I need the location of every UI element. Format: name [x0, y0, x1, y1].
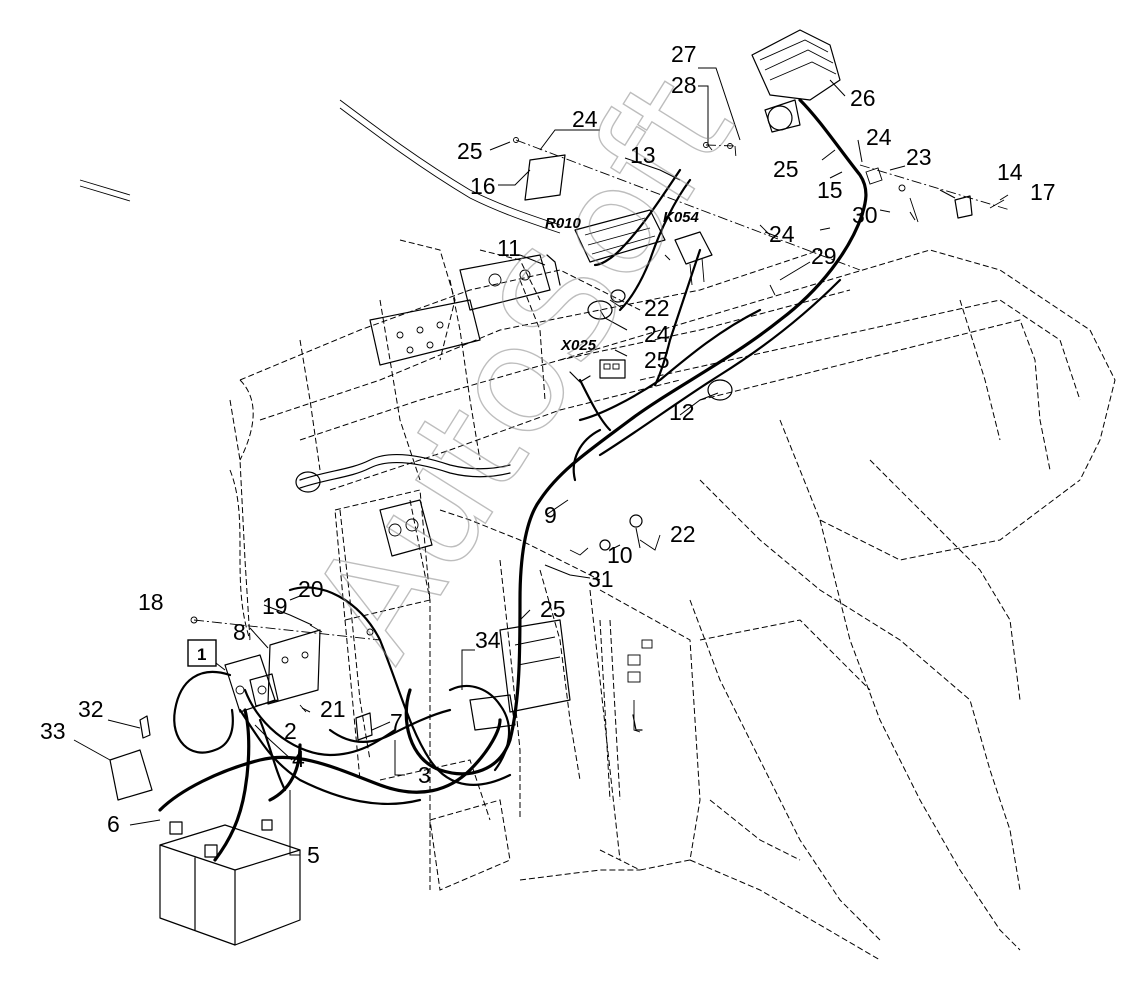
- callout-5: 5: [307, 842, 320, 868]
- label-x025: X025: [560, 337, 597, 354]
- callout-22-bottom: 22: [670, 521, 696, 547]
- valve-block: [379, 499, 433, 557]
- callout-12: 12: [669, 399, 695, 425]
- callout-27: 27: [671, 41, 697, 67]
- callout-21: 21: [320, 696, 346, 722]
- control-box: [469, 619, 571, 731]
- callout-24-right: 24: [866, 124, 892, 150]
- callout-25-mid: 25: [644, 347, 670, 373]
- batteries: [159, 819, 301, 946]
- callout-17: 17: [1030, 179, 1056, 205]
- plate-8: [267, 629, 321, 705]
- callout-15: 15: [817, 177, 843, 203]
- callout-24-top: 24: [572, 106, 598, 132]
- hook-lower: [632, 714, 643, 731]
- callout-2: 2: [284, 718, 297, 744]
- callout-23: 23: [906, 144, 932, 170]
- callout-33: 33: [40, 718, 66, 744]
- callout-3: 3: [418, 762, 431, 788]
- alternator: [751, 29, 841, 133]
- callout-25-top: 25: [457, 138, 483, 164]
- callout-34: 34: [475, 627, 501, 653]
- callout-29: 29: [811, 243, 837, 269]
- callout-19: 19: [262, 593, 288, 619]
- leaders: [73, 67, 1009, 856]
- label-k054: K054: [663, 209, 700, 226]
- callout-7: 7: [390, 709, 403, 735]
- callouts: 27 28 26 24 25 13 16 24 23 25 15 14 17 3…: [40, 41, 1056, 868]
- callout-24-mid: 24: [769, 221, 795, 247]
- callout-9: 9: [544, 502, 557, 528]
- label-r010: R010: [545, 215, 582, 232]
- relay-module-r010: [574, 209, 666, 263]
- hook-11: [546, 254, 561, 286]
- callout-31: 31: [588, 566, 614, 592]
- callout-box-1: [187, 639, 217, 667]
- callout-32: 32: [78, 696, 104, 722]
- plate-16: [524, 154, 566, 201]
- machine-frame: [79, 99, 1116, 961]
- callout-16: 16: [470, 173, 496, 199]
- bracket-14: [954, 195, 973, 219]
- components: [109, 29, 1005, 946]
- callout-24-low: 24: [644, 321, 670, 347]
- assembly-lines: [193, 139, 1011, 641]
- latch-32: [139, 715, 151, 739]
- callout-18: 18: [138, 589, 164, 615]
- harnesses: [158, 98, 868, 862]
- callout-26: 26: [850, 85, 876, 111]
- callout-28: 28: [671, 72, 697, 98]
- callout-1: 1: [197, 645, 206, 664]
- callout-25-right: 25: [773, 156, 799, 182]
- cover-33: [109, 749, 153, 801]
- callout-4: 4: [292, 746, 305, 772]
- callout-6: 6: [107, 811, 120, 837]
- callout-14: 14: [997, 159, 1023, 185]
- callout-30: 30: [852, 202, 878, 228]
- callout-8: 8: [233, 619, 246, 645]
- callout-13: 13: [630, 142, 656, 168]
- callout-10: 10: [607, 542, 633, 568]
- callout-11: 11: [497, 235, 521, 261]
- clip-7: [355, 712, 373, 741]
- callout-20: 20: [298, 576, 324, 602]
- callout-22-top: 22: [644, 295, 670, 321]
- callout-25-bottom: 25: [540, 596, 566, 622]
